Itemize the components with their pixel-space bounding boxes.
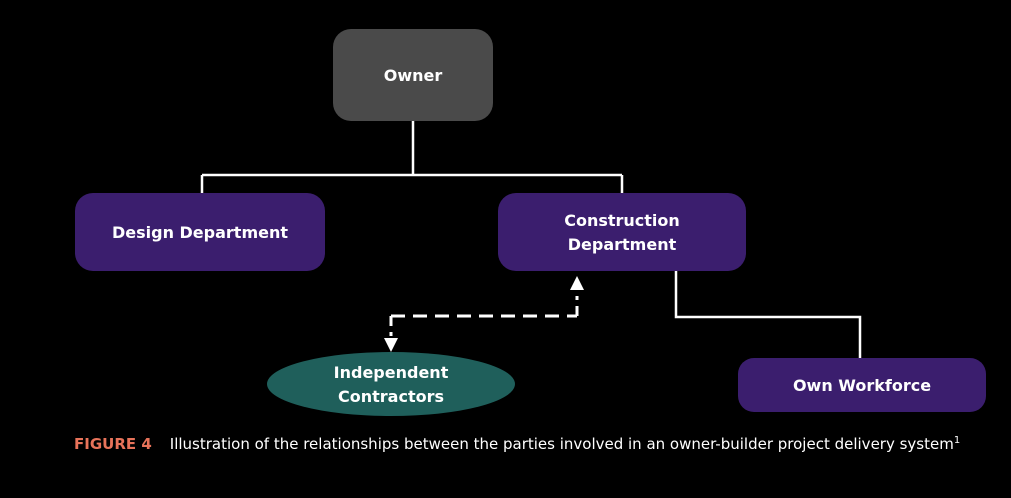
arrow-down-icon [384, 338, 398, 352]
design-department-node: Design Department [75, 193, 325, 271]
design-department-label: Design Department [112, 223, 288, 242]
independent-contractors-node: Independent Contractors [267, 352, 515, 416]
construction-department-label-line1: Construction [564, 211, 680, 230]
figure-caption: FIGURE 4 Illustration of the relationship… [74, 432, 994, 456]
own-workforce-node: Own Workforce [738, 358, 986, 412]
construction-department-node: Construction Department [498, 193, 746, 271]
independent-contractors-label-line1: Independent [334, 363, 449, 382]
own-workforce-label: Own Workforce [793, 376, 931, 395]
footnote-marker: 1 [953, 435, 961, 446]
construction-department-label-line2: Department [568, 235, 677, 254]
workforce-connector-line [674, 271, 862, 358]
connector-lines [200, 121, 862, 358]
figure-caption-text: Illustration of the relationships betwee… [169, 435, 954, 453]
figure-label: FIGURE 4 [74, 435, 152, 453]
own-workforce-box [738, 358, 986, 412]
owner-node: Owner [333, 29, 493, 121]
independent-contractors-label-line2: Contractors [338, 387, 444, 406]
owner-box [333, 29, 493, 121]
design-department-box [75, 193, 325, 271]
construction-department-box [498, 193, 746, 271]
owner-label: Owner [384, 66, 443, 85]
arrow-up-icon [570, 276, 584, 290]
contractor-dashed-connector [389, 296, 579, 336]
independent-contractors-ellipse [267, 352, 515, 416]
